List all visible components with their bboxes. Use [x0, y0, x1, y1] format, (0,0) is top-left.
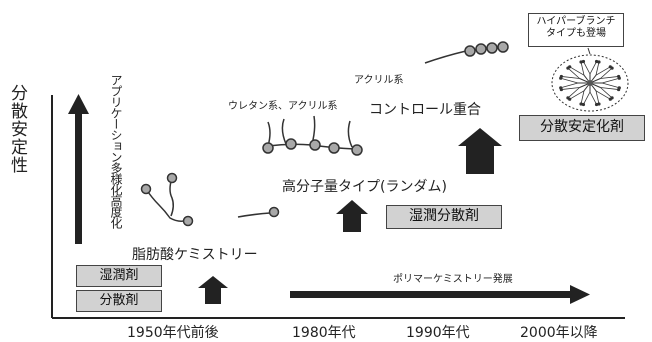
- dendrimer-core: [587, 80, 593, 86]
- dendrimer-sub-branch: [569, 90, 585, 100]
- dendrimer-sub-branch: [583, 61, 591, 75]
- dendrimer-sub-branch: [580, 61, 585, 76]
- dendrimer-sub-branch: [560, 82, 579, 89]
- era-label-1980: 1980年代: [292, 325, 356, 341]
- block-polymer-molecule-icon: [424, 41, 509, 64]
- dendrimer-end-group: [568, 65, 572, 69]
- dendrimer-sub-branch: [583, 91, 591, 105]
- acrylic-label: アクリル系: [354, 75, 404, 86]
- dendrimer-end-group: [579, 102, 583, 106]
- dendrimer-end-group: [566, 96, 570, 100]
- applications-up-arrow: [68, 94, 89, 244]
- era-label-1950: 1950年代前後: [127, 325, 219, 341]
- dendrimer-sub-branch: [580, 90, 585, 105]
- dendrimer-end-group: [594, 102, 599, 107]
- hyperbranch-note-line1: ハイパーブランチ: [536, 16, 616, 27]
- wetting-agent-box: 湿潤剤: [76, 265, 162, 287]
- dendrimer-sub-branch: [589, 61, 597, 75]
- dendrimer-sub-branch: [595, 66, 611, 76]
- high-molecular-weight-label: 高分子量タイプ(ランダム): [282, 179, 447, 195]
- dendrimer-sub-branch: [561, 87, 580, 90]
- urethane-acrylic-label: ウレタン系、アクリル系: [228, 101, 338, 112]
- polymer-development-label: ポリマーケミストリー発展: [393, 274, 513, 285]
- dendrimer-sub-branch: [601, 82, 620, 89]
- dendrimer-end-group: [594, 59, 599, 64]
- hyperbranched-polymer-icon: [551, 54, 629, 112]
- dendrimer-end-group: [581, 59, 586, 64]
- dendrimer-end-group: [608, 97, 612, 101]
- dendrimer-sub-branch: [595, 90, 611, 100]
- dendrimer-end-group: [579, 60, 583, 64]
- fatty-acid-molecule-icon: [140, 172, 194, 227]
- dendrimer-end-group: [617, 87, 621, 92]
- block-up-arrow-1990: [458, 128, 502, 174]
- dendrimer-sub-branch: [595, 90, 600, 105]
- hyperbranch-note: ハイパーブランチ タイプも登場: [528, 13, 624, 47]
- dendrimer-sub-branch: [600, 87, 613, 99]
- y-axis-label: 分散安定性: [7, 84, 27, 174]
- dendrimer-sub-branch: [561, 76, 580, 79]
- controlled-polymerization-label: コントロール重合: [369, 102, 481, 118]
- dendrimer-end-group: [597, 102, 601, 106]
- block-up-arrow-1950: [198, 276, 228, 304]
- dendrimer-sub-branch: [601, 77, 620, 84]
- dendrimer-end-group: [610, 66, 614, 70]
- fatty-acid-chemistry-label: 脂肪酸ケミストリー: [132, 247, 258, 263]
- dendrimer-sub-branch: [567, 67, 580, 79]
- dispersion-stabilizer-box: 分散安定化剤: [519, 115, 645, 141]
- block-up-arrow-1980: [336, 200, 368, 232]
- dendrimer-end-group: [597, 60, 601, 64]
- applications-label: アプリケーション多様化高度化: [109, 74, 123, 228]
- short-chain-molecule-icon: [237, 206, 280, 218]
- polymer-development-arrow: [290, 285, 590, 304]
- hyperbranch-note-line2: タイプも登場: [546, 27, 606, 39]
- dendrimer-sub-branch: [600, 76, 619, 79]
- comb-polymer-molecule-icon: [262, 115, 363, 156]
- wetting-dispersant-box: 湿潤分散剤: [386, 205, 502, 229]
- dendrimer-sub-branch: [600, 67, 613, 79]
- dendrimer-sub-branch: [567, 87, 580, 99]
- dendrimer-end-group: [617, 74, 621, 79]
- dendrimer-sub-branch: [595, 61, 600, 76]
- era-label-1990: 1990年代: [406, 325, 470, 341]
- dendrimer-sub-branch: [569, 66, 585, 76]
- note-leader-line: [587, 47, 591, 55]
- dendrimer-end-group: [581, 102, 586, 107]
- era-label-2000: 2000年以降: [520, 325, 598, 341]
- dendrimer-sub-branch: [589, 91, 597, 105]
- dendrimer-end-group: [559, 74, 563, 79]
- dendrimer-outline: [551, 54, 629, 112]
- dispersant-box: 分散剤: [76, 290, 162, 312]
- dendrimer-end-group: [559, 86, 563, 90]
- dendrimer-sub-branch: [560, 77, 579, 84]
- dendrimer-sub-branch: [600, 87, 619, 90]
